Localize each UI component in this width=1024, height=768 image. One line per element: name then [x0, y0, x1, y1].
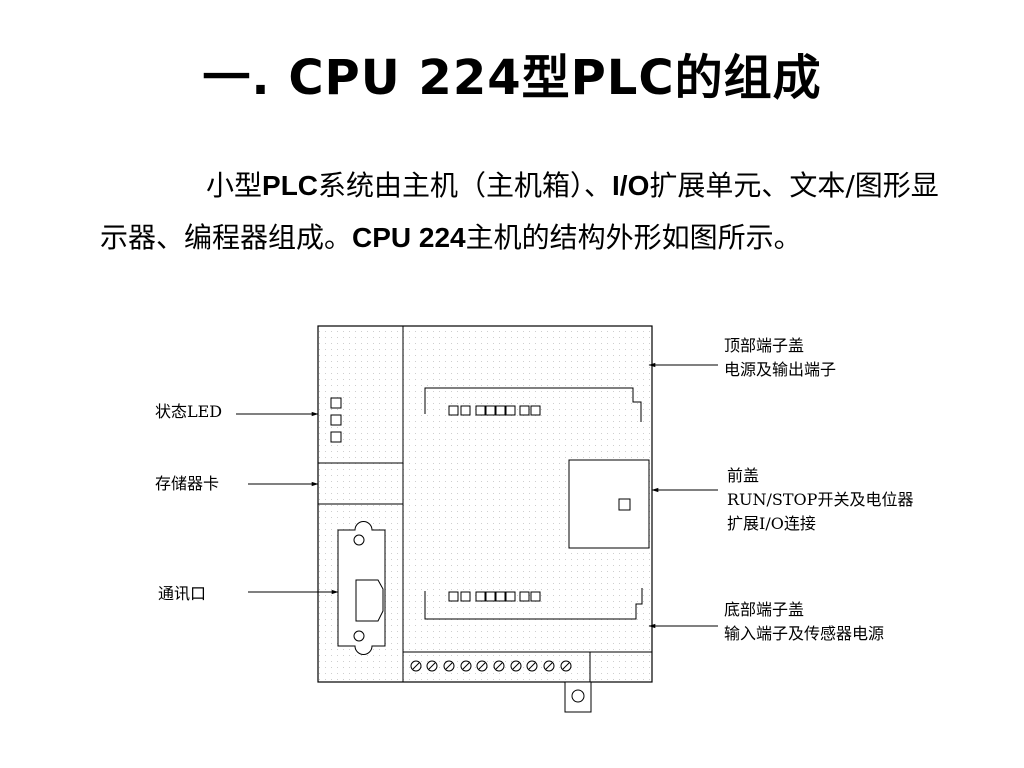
para-text-1: 小型	[206, 169, 263, 202]
front-cover-window	[568, 459, 650, 549]
terminal-screw-strip	[403, 651, 652, 682]
label-top-cover: 顶部端子盖 电源及输出端子	[724, 334, 836, 382]
label-bottom-cover: 底部端子盖 输入端子及传感器电源	[724, 598, 884, 646]
para-text-3: 扩展单元、文本/图形显示器、编程器组成。	[100, 169, 939, 254]
label-front-cover-line3: 扩展I/O连接	[727, 514, 816, 533]
para-bold-cpu: CPU 224	[352, 222, 466, 253]
bottom-terminal-cover	[424, 588, 643, 620]
top-terminal-cover	[424, 387, 642, 422]
para-bold-io: I/O	[612, 170, 650, 201]
slide-title: 一. CPU 224型PLC的组成	[202, 50, 822, 106]
status-led-group	[330, 397, 342, 443]
label-bottom-cover-line2: 输入端子及传感器电源	[724, 624, 885, 643]
mounting-tab	[564, 681, 592, 713]
para-bold-plc: PLC	[262, 170, 319, 201]
callout-lines	[236, 362, 718, 629]
label-comm-port: 通讯口	[158, 584, 207, 603]
label-bottom-cover-line1: 底部端子盖	[724, 600, 805, 619]
intro-paragraph: 小型PLC系统由主机（主机箱）、I/O扩展单元、文本/图形显示器、编程器组成。C…	[100, 160, 950, 264]
label-front-cover: 前盖 RUN/STOP开关及电位器 扩展I/O连接	[727, 464, 913, 536]
para-text-4: 主机的结构外形如图所示。	[465, 221, 802, 254]
para-text-2: 系统由主机（主机箱）、	[318, 169, 613, 202]
comm-port-connector	[337, 521, 386, 655]
label-memory-card: 存储器卡	[155, 474, 220, 493]
label-status-led: 状态LED	[155, 402, 223, 421]
label-front-cover-line2: RUN/STOP开关及电位器	[727, 490, 914, 509]
label-top-cover-line2: 电源及输出端子	[724, 360, 837, 379]
label-top-cover-line1: 顶部端子盖	[724, 336, 805, 355]
label-front-cover-line1: 前盖	[727, 466, 760, 485]
